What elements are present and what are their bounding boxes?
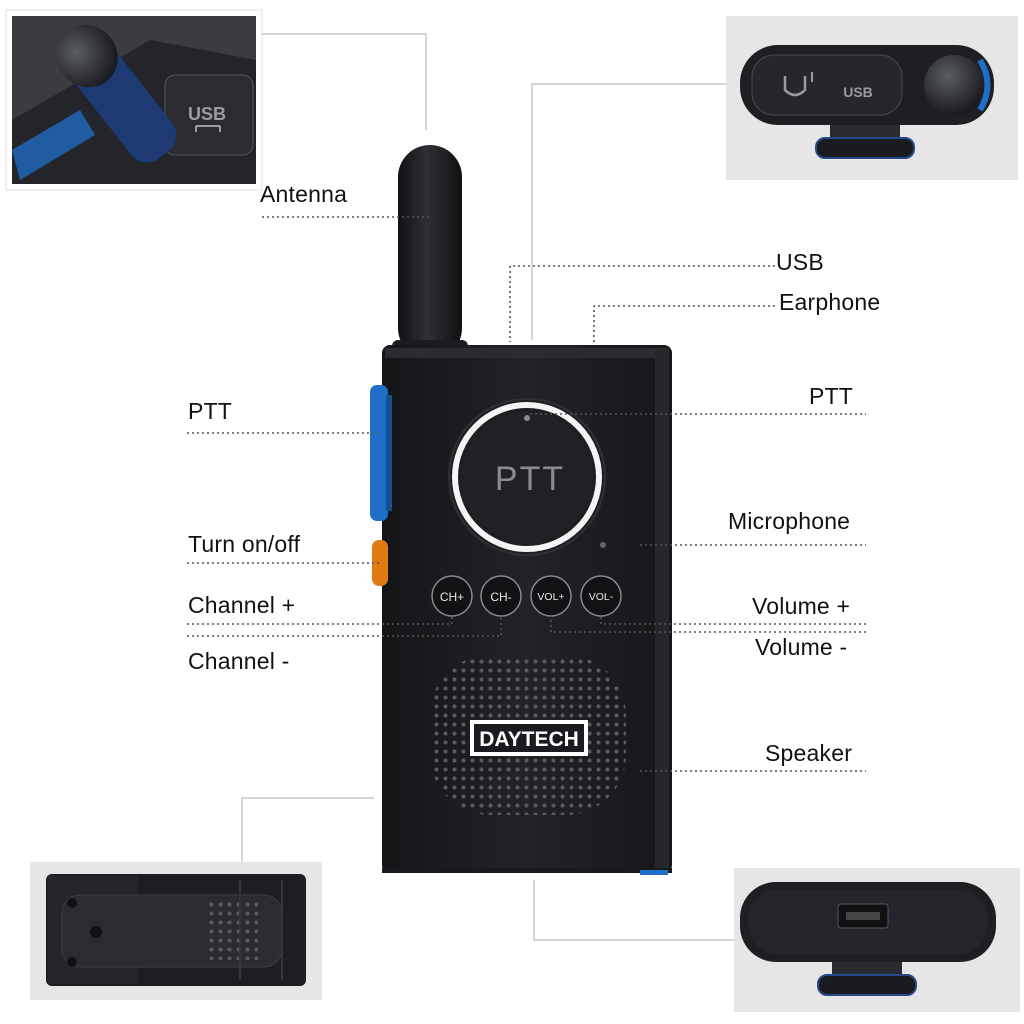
ch-minus-button[interactable]: CH- — [480, 575, 522, 617]
leader-lines — [187, 216, 866, 772]
clip-icon — [817, 962, 917, 996]
callout-channel-minus: Channel - — [188, 648, 290, 674]
inset-top-usb-label: USB — [843, 84, 873, 100]
vol-minus-button[interactable]: VOL- — [580, 575, 622, 617]
led-indicator — [524, 415, 530, 421]
speaker-grille: DAYTECH — [430, 655, 626, 815]
callout-channel-plus: Channel + — [188, 592, 296, 618]
ch-minus-label: CH- — [490, 590, 511, 604]
power-button[interactable] — [372, 540, 388, 586]
inset-top-view: USB — [726, 16, 1018, 180]
rear-speaker-grille-icon — [206, 900, 258, 960]
inset-usb-label: USB — [188, 104, 226, 124]
callout-volume-plus: Volume + — [752, 593, 851, 619]
callout-ptt-side: PTT — [188, 398, 233, 424]
callout-earphone: Earphone — [779, 289, 881, 315]
callout-microphone: Microphone — [728, 508, 851, 534]
callout-usb: USB — [776, 249, 824, 275]
connector-bottom-inset — [533, 880, 734, 941]
vol-plus-button[interactable]: VOL+ — [530, 575, 572, 617]
earphone-port-icon — [783, 72, 813, 97]
connector-top-inset — [531, 83, 726, 340]
callout-speaker: Speaker — [765, 740, 853, 766]
usb-port-icon: USB — [843, 84, 873, 100]
callout-volume-minus: Volume - — [755, 634, 848, 660]
inset-antenna-closeup: USB — [5, 9, 263, 191]
ch-plus-label: CH+ — [440, 590, 464, 604]
inset-back-view — [30, 862, 322, 1000]
walkie-talkie-main: PTT CH+ CH- VOL+ VOL- DAYTECH — [370, 145, 672, 875]
ch-plus-button[interactable]: CH+ — [431, 575, 473, 617]
side-ptt-button[interactable] — [370, 385, 388, 521]
usb-port-icon: USB — [188, 104, 226, 132]
antenna-top-knob — [924, 55, 984, 115]
antenna-tip-icon — [56, 24, 177, 163]
vol-minus-label: VOL- — [589, 591, 614, 603]
ptt-button-label: PTT — [495, 460, 565, 498]
microphone-hole — [600, 542, 606, 548]
inset-bottom-view — [734, 868, 1020, 1012]
callout-turn-on-off: Turn on/off — [188, 531, 301, 557]
callout-antenna: Antenna — [260, 181, 348, 207]
connector-back-inset — [241, 797, 374, 862]
vol-plus-label: VOL+ — [537, 591, 564, 603]
front-ptt-button[interactable]: PTT — [448, 398, 606, 556]
callout-ptt-front: PTT — [809, 383, 854, 409]
brand-logo: DAYTECH — [479, 728, 579, 751]
connector-antenna-inset — [262, 33, 427, 130]
antenna — [398, 145, 462, 360]
